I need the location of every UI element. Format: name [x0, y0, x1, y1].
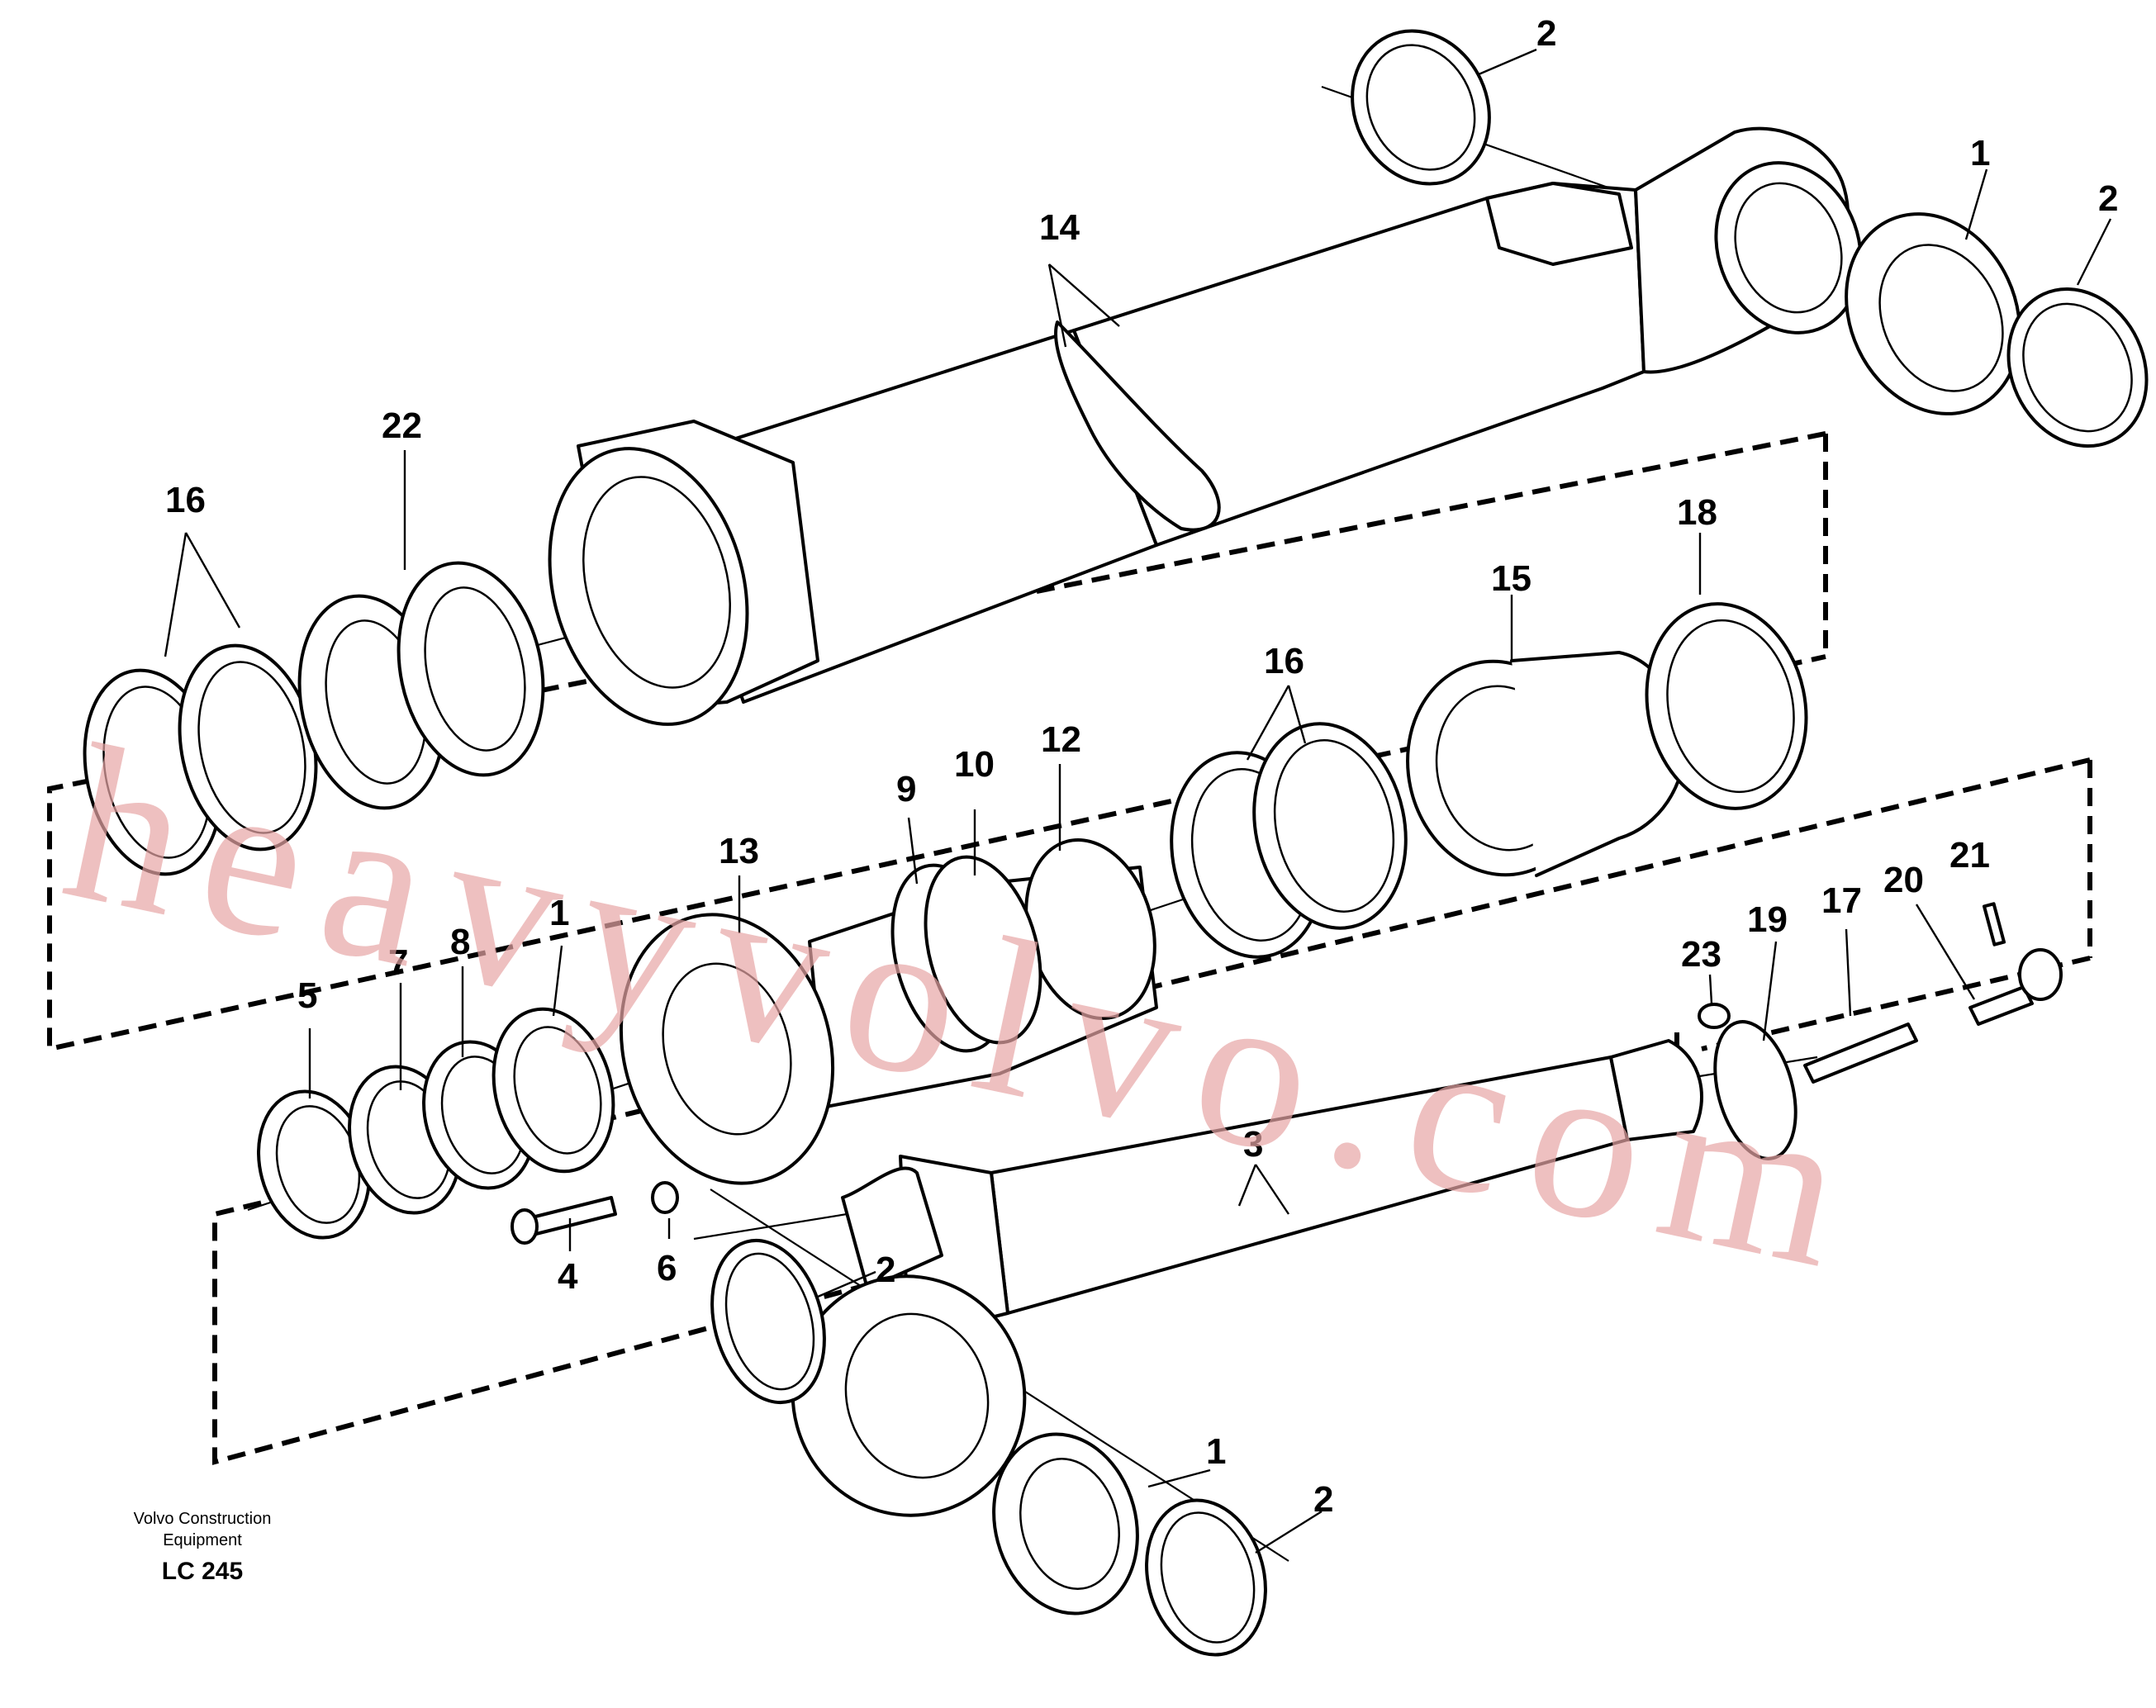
guide-rings-16-upper	[83, 643, 318, 876]
piston-seal-15	[1406, 651, 1687, 877]
callout-1-head: 1	[549, 893, 569, 933]
callout-4: 4	[558, 1256, 578, 1297]
callout-1-top: 1	[1970, 133, 1990, 173]
seal-rings-9-10	[890, 855, 1042, 1053]
callout-12: 12	[1041, 719, 1081, 760]
footer-company-line1: Volvo Construction	[133, 1510, 272, 1528]
bottom-bearing-1	[992, 1432, 1139, 1615]
callout-2-right: 2	[2098, 178, 2118, 219]
guide-rings-16-lower	[1170, 722, 1408, 959]
callout-1-bottom: 1	[1206, 1431, 1226, 1472]
callout-labels: 14 2 1 2 22 16 18 15 16 12 10 9 13 1 8 7…	[165, 13, 2118, 1520]
callout-23: 23	[1681, 934, 1721, 975]
callout-20: 20	[1883, 860, 1924, 900]
footer-drawing-code: LC 245	[161, 1558, 244, 1585]
piston-rod-3	[791, 1039, 1703, 1517]
callout-15: 15	[1491, 558, 1532, 599]
callout-2-rod: 2	[876, 1250, 895, 1290]
callout-17: 17	[1821, 880, 1862, 921]
callout-14: 14	[1039, 207, 1080, 248]
footer-company-line2: Equipment	[163, 1531, 242, 1549]
bottom-snap-ring-2a	[710, 1238, 826, 1405]
callout-3: 3	[1243, 1124, 1263, 1165]
callout-5: 5	[297, 975, 317, 1016]
callout-21: 21	[1949, 835, 1990, 875]
callout-19: 19	[1747, 899, 1788, 940]
callout-8: 8	[450, 922, 470, 962]
bottom-snap-ring-2b	[1145, 1498, 1267, 1657]
cylinder-head-13	[619, 837, 1158, 1185]
callout-10: 10	[954, 744, 995, 785]
rod-seals-5-7-8-1	[257, 1007, 615, 1240]
top-snap-ring	[1351, 29, 1491, 186]
callout-13: 13	[719, 831, 759, 871]
callout-9: 9	[896, 769, 916, 809]
screw-4-and-washer-6	[511, 1181, 679, 1245]
callout-7: 7	[388, 942, 408, 983]
cylinder-barrel	[548, 126, 1863, 726]
callout-16-upper: 16	[165, 480, 206, 520]
seal-kit-22	[297, 561, 545, 810]
right-snap-ring-2	[2006, 287, 2149, 448]
callout-2-top: 2	[1536, 13, 1556, 54]
callout-18: 18	[1677, 492, 1717, 533]
callout-2-bottom: 2	[1313, 1479, 1333, 1520]
wear-ring-18	[1645, 602, 1808, 810]
callout-22: 22	[382, 406, 422, 446]
valve-parts	[1698, 902, 2063, 1160]
right-bearing-1	[1845, 212, 2021, 415]
callout-6: 6	[657, 1248, 677, 1288]
callout-16-lower: 16	[1264, 641, 1304, 681]
leader-lines	[164, 48, 2112, 1554]
